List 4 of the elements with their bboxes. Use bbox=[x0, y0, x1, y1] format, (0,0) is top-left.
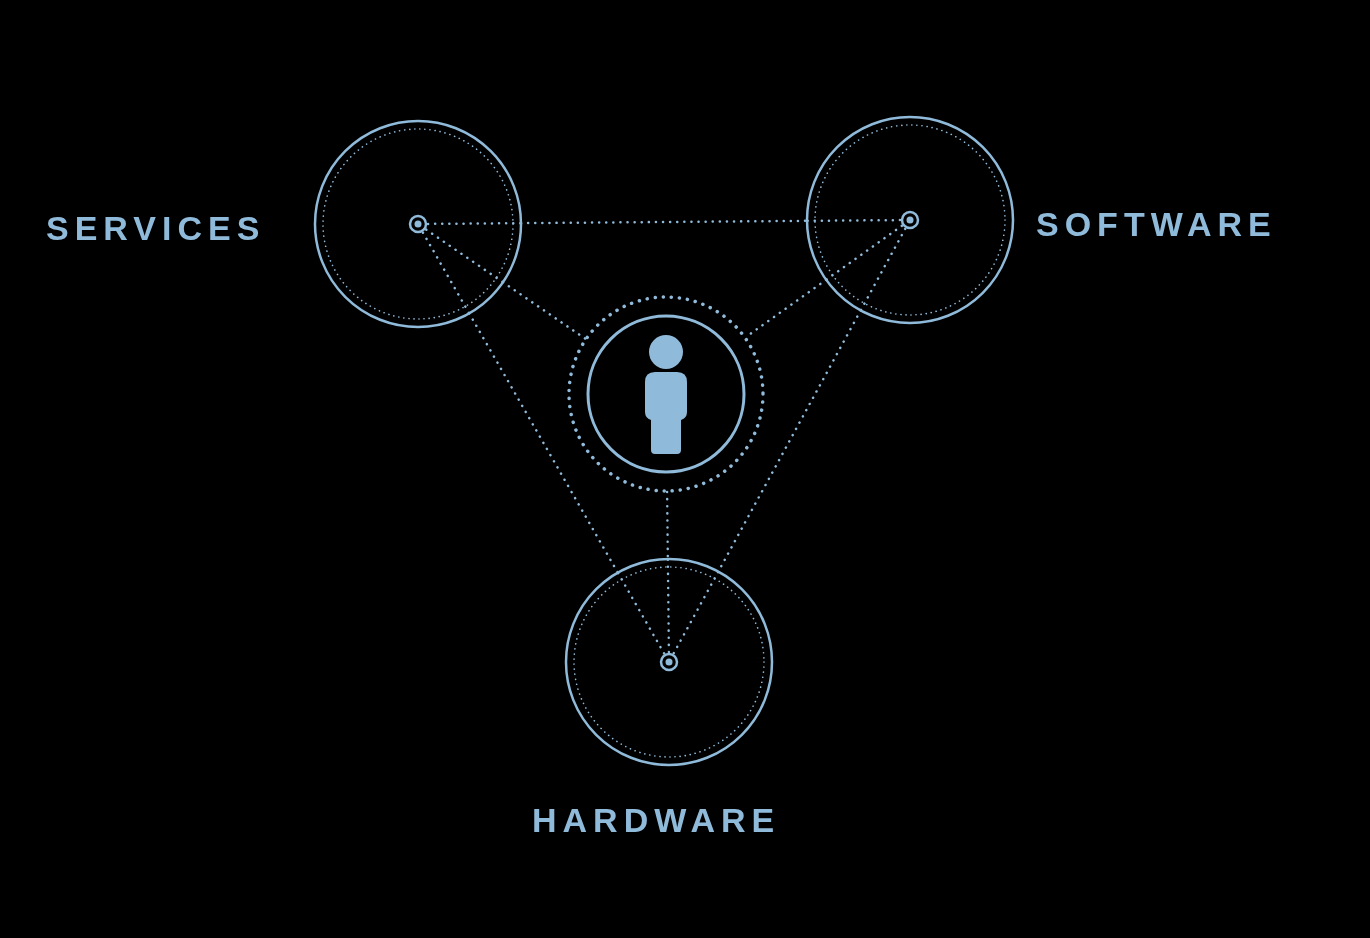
category-label: SERVICES bbox=[46, 208, 266, 248]
category-label: HARDWARE bbox=[532, 800, 781, 840]
category-label: SOFTWARE bbox=[1036, 204, 1277, 244]
dotted-connector bbox=[467, 312, 620, 574]
